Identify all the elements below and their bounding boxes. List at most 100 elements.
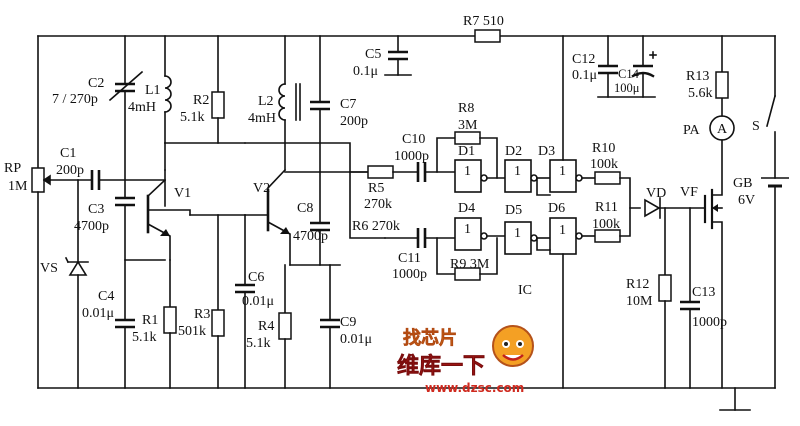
- s-label: S: [752, 119, 760, 134]
- r13-value: 5.6k: [688, 86, 713, 101]
- inverter-d2: 1: [504, 159, 538, 193]
- c13-label: C13: [692, 285, 715, 300]
- d1-label: D1: [458, 144, 475, 159]
- vd-label: VD: [646, 186, 666, 201]
- c14-label: C14: [618, 67, 640, 81]
- c11-value: 1000p: [392, 267, 427, 282]
- c1-value: 200p: [56, 163, 84, 178]
- r4-value: 5.1k: [246, 336, 271, 351]
- variable-capacitor-c2: [108, 35, 144, 199]
- d3-label: D3: [538, 144, 555, 159]
- mosfet-vf: [703, 139, 723, 389]
- r1-label: R1: [142, 313, 158, 328]
- c2-label: C2: [88, 76, 104, 91]
- r5-label: R5: [368, 181, 384, 196]
- c4-value: 0.01μ: [82, 306, 114, 321]
- r8-label: R8: [458, 101, 474, 116]
- watermark-badge: 找芯片: [403, 327, 457, 349]
- r12-label: R12: [626, 277, 649, 292]
- d3-gate-symbol: 1: [559, 164, 566, 179]
- r8-value: 3M: [458, 118, 478, 133]
- watermark-title: 维库一下: [397, 353, 485, 379]
- r2-value: 5.1k: [180, 110, 205, 125]
- c8-value: 4700p: [293, 229, 328, 244]
- r3-value: 501k: [178, 324, 206, 339]
- inverter-d4: 1: [454, 217, 488, 251]
- r11-value: 100k: [592, 217, 620, 232]
- d5-label: D5: [505, 203, 522, 218]
- resistor-r12: [658, 207, 672, 389]
- c4-label: C4: [98, 289, 114, 304]
- capacitor-c7: [310, 35, 330, 173]
- resistor-r4: [278, 264, 292, 389]
- nand-d6: 1: [549, 217, 583, 255]
- r7-label: R7 510: [463, 14, 504, 29]
- capacitor-c5: [384, 35, 412, 76]
- inverter-d1: 1: [454, 159, 488, 193]
- ammeter-symbol: A: [717, 122, 728, 137]
- c8-label: C8: [297, 201, 313, 216]
- capacitor-c8: [310, 171, 330, 266]
- capacitor-c13: [680, 207, 700, 389]
- d6-label: D6: [548, 201, 565, 216]
- watermark-logo: 找芯片 维库一下 www.dzsc.com: [395, 318, 555, 398]
- r3-label: R3: [194, 307, 210, 322]
- c3-label: C3: [88, 202, 104, 217]
- capacitor-c10: [416, 162, 456, 182]
- c9-value: 0.01μ: [340, 332, 372, 347]
- l2-label: L2: [258, 94, 274, 109]
- gb-label: GB: [733, 176, 752, 191]
- v1-label: V1: [174, 186, 191, 201]
- capacitor-c6: [235, 214, 255, 389]
- diode-vd: [644, 197, 706, 219]
- c10-label: C10: [402, 132, 425, 147]
- l2-value: 4mH: [248, 111, 276, 126]
- capacitor-c12: [598, 35, 618, 98]
- resistor-r7: [474, 29, 501, 43]
- r1-value: 5.1k: [132, 330, 157, 345]
- zener-vs: [64, 179, 89, 389]
- ic-label: IC: [518, 283, 532, 298]
- c2-value: 7 / 270p: [52, 92, 98, 107]
- c7-value: 200p: [340, 114, 368, 129]
- switch-s: [766, 35, 776, 179]
- r10-label: R10: [592, 141, 615, 156]
- transistor-v2: [244, 168, 291, 266]
- c5-value: 0.1μ: [353, 64, 378, 79]
- rp-label: RP: [4, 161, 21, 176]
- nand-d3: 1: [549, 159, 583, 193]
- c14-value: 100μ: [614, 81, 640, 95]
- inverter-d5: 1: [504, 221, 538, 255]
- d6-gate-symbol: 1: [559, 223, 566, 238]
- c6-label: C6: [248, 270, 264, 285]
- resistor-r2: [211, 35, 225, 144]
- c5-label: C5: [365, 47, 381, 62]
- c12-value: 0.1μ: [572, 68, 597, 83]
- d5-gate-symbol: 1: [514, 226, 521, 241]
- d2-gate-symbol: 1: [514, 164, 521, 179]
- battery-gb: [761, 177, 789, 389]
- c1-label: C1: [60, 146, 76, 161]
- r5-value: 270k: [364, 197, 392, 212]
- c10-value: 1000p: [394, 149, 429, 164]
- capacitor-c11: [384, 228, 456, 248]
- l1-value: 4mH: [128, 100, 156, 115]
- capacitor-c9: [320, 264, 340, 389]
- inductor-l2: [278, 35, 301, 171]
- r10-value: 100k: [590, 157, 618, 172]
- v2-label: V2: [253, 181, 270, 196]
- c7-label: C7: [340, 97, 356, 112]
- d4-label: D4: [458, 201, 475, 216]
- watermark-url: www.dzsc.com: [425, 381, 524, 395]
- d1-gate-symbol: 1: [464, 164, 471, 179]
- c6-value: 0.01μ: [242, 294, 274, 309]
- c3-value: 4700p: [74, 219, 109, 234]
- c12-label: C12: [572, 52, 595, 67]
- ground-rail: [37, 387, 776, 411]
- pa-label: PA: [683, 123, 701, 138]
- r12-value: 10M: [626, 294, 653, 309]
- inductor-l1: [164, 35, 172, 144]
- resistor-r1: [163, 306, 177, 389]
- transistor-v1: [146, 142, 191, 308]
